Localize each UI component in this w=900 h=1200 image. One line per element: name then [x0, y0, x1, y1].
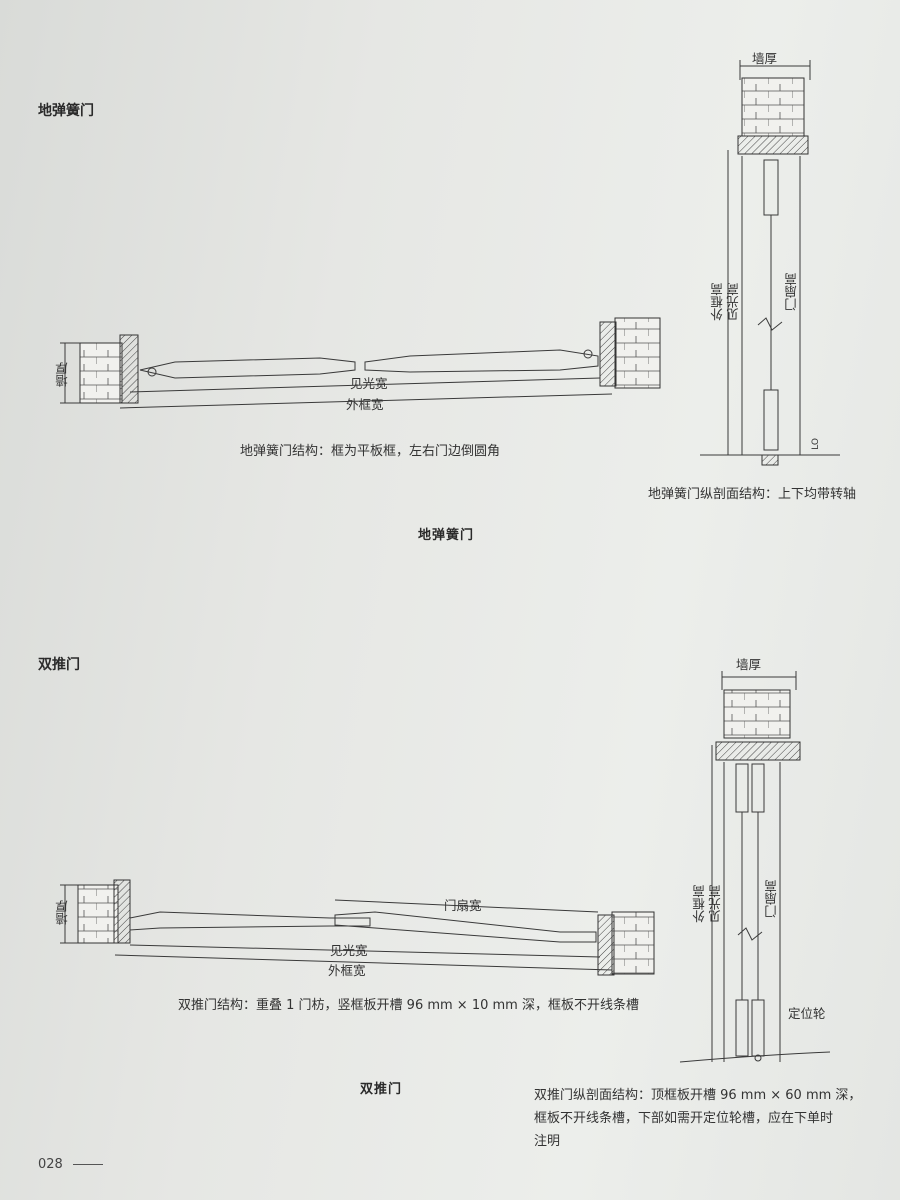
double-door-plan [60, 879, 655, 976]
section1-plan-caption: 地弹簧门结构：框为平板框，左右门边倒圆角 [240, 444, 501, 459]
section2-plan-caption: 双推门结构：重叠 1 门枋，竖框板开槽 96 mm × 10 mm 深，框板不开… [178, 998, 639, 1013]
s1-wall-thickness-top-label: 墙厚 [752, 51, 778, 66]
s1-outer-frame-width-label: 外框宽 [346, 397, 384, 412]
spring-door-section [700, 60, 840, 466]
section2-section-caption-line-3: 注明 [534, 1134, 561, 1149]
section2-title: 双推门 [38, 657, 80, 673]
section2-section-caption-line-2: 框板不开线条槽，下部如需开定位轮槽，应在下单时 [534, 1111, 834, 1126]
s2-leaf-height-label: 门扇高 [764, 880, 779, 918]
page-number: 028 [38, 1157, 103, 1172]
section1-center-title: 地弹簧门 [418, 528, 475, 543]
s1-wall-thickness-left-label: 墙厚 [55, 362, 70, 387]
s2-wall-thickness-left-label: 墙厚 [55, 900, 70, 925]
s2-leaf-width-label: 门扇宽 [444, 898, 482, 913]
section2-section-caption-line-1: 双推门纵剖面结构：顶框板开槽 96 mm × 60 mm 深， [534, 1088, 862, 1103]
section1-section-caption: 地弹簧门纵剖面结构：上下均带转轴 [648, 487, 857, 502]
s2-clear-width-label: 见光宽 [330, 943, 368, 958]
s2-outer-frame-width-label: 外框宽 [328, 963, 366, 978]
s1-clear-height-label: 见光高 [726, 283, 741, 321]
s2-wall-thickness-top-label: 墙厚 [736, 657, 762, 672]
spring-door-plan [60, 317, 661, 409]
s1-dim-code-label: LO [811, 438, 821, 450]
section1-title: 地弹簧门 [38, 103, 94, 119]
s2-clear-height-label: 见光高 [708, 885, 723, 923]
page-number-text: 028 [38, 1157, 63, 1172]
double-door-section [679, 671, 831, 1063]
s1-clear-width-label: 见光宽 [350, 376, 388, 391]
s1-leaf-height-label: 门扇高 [784, 273, 799, 311]
page-number-rule [72, 1164, 103, 1165]
s2-locating-wheel-label: 定位轮 [788, 1006, 826, 1021]
section2-center-title: 双推门 [360, 1082, 403, 1097]
